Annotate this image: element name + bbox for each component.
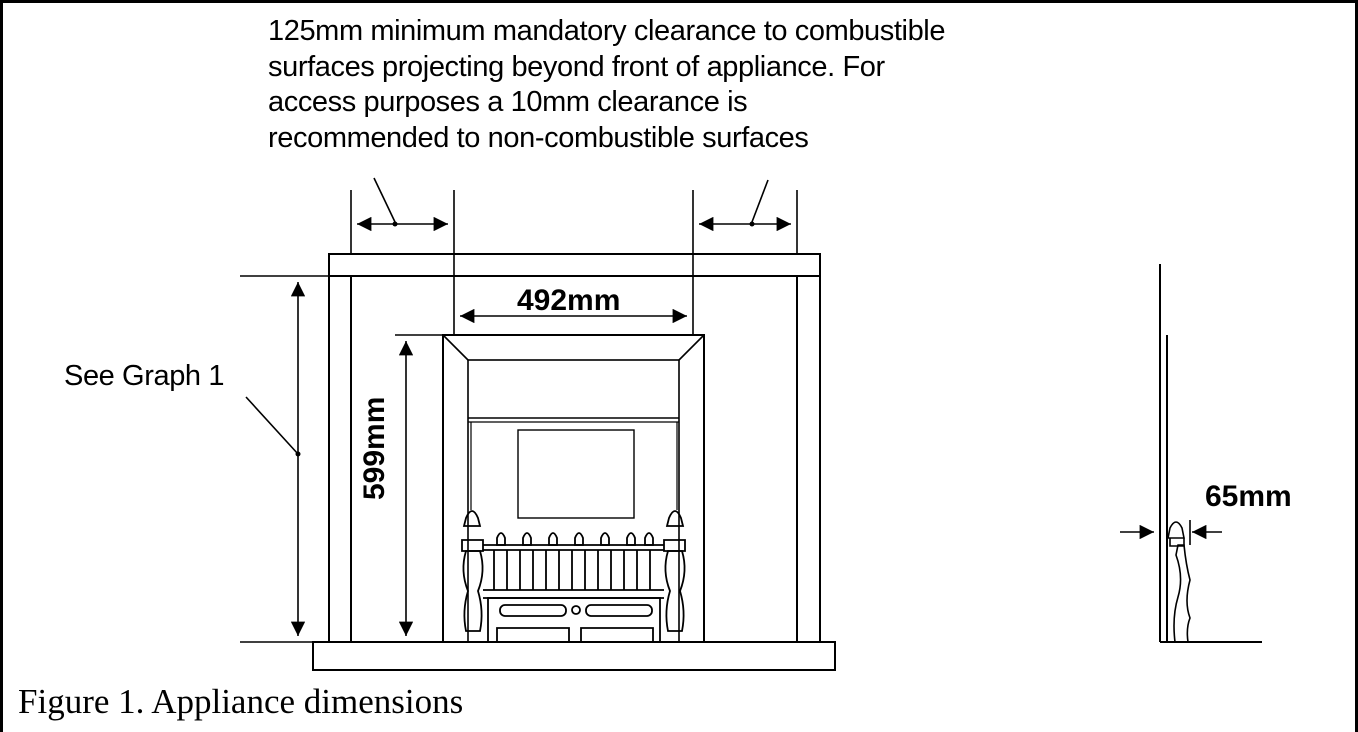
see-graph-label: See Graph 1 <box>64 360 225 392</box>
width-dimension-label: 492mm <box>517 284 621 317</box>
appliance-frame <box>442 334 705 643</box>
mantel-shelf <box>328 253 821 277</box>
height-dimension-label: 599mm <box>358 396 391 500</box>
hearth <box>312 641 836 671</box>
figure-caption: Figure 1. Appliance dimensions <box>18 682 464 721</box>
fire-fret <box>461 422 686 643</box>
depth-dimension-label: 65mm <box>1205 480 1292 513</box>
clearance-note: 125mm minimum mandatory clearance to com… <box>268 15 946 154</box>
side-elevation <box>1159 264 1262 643</box>
